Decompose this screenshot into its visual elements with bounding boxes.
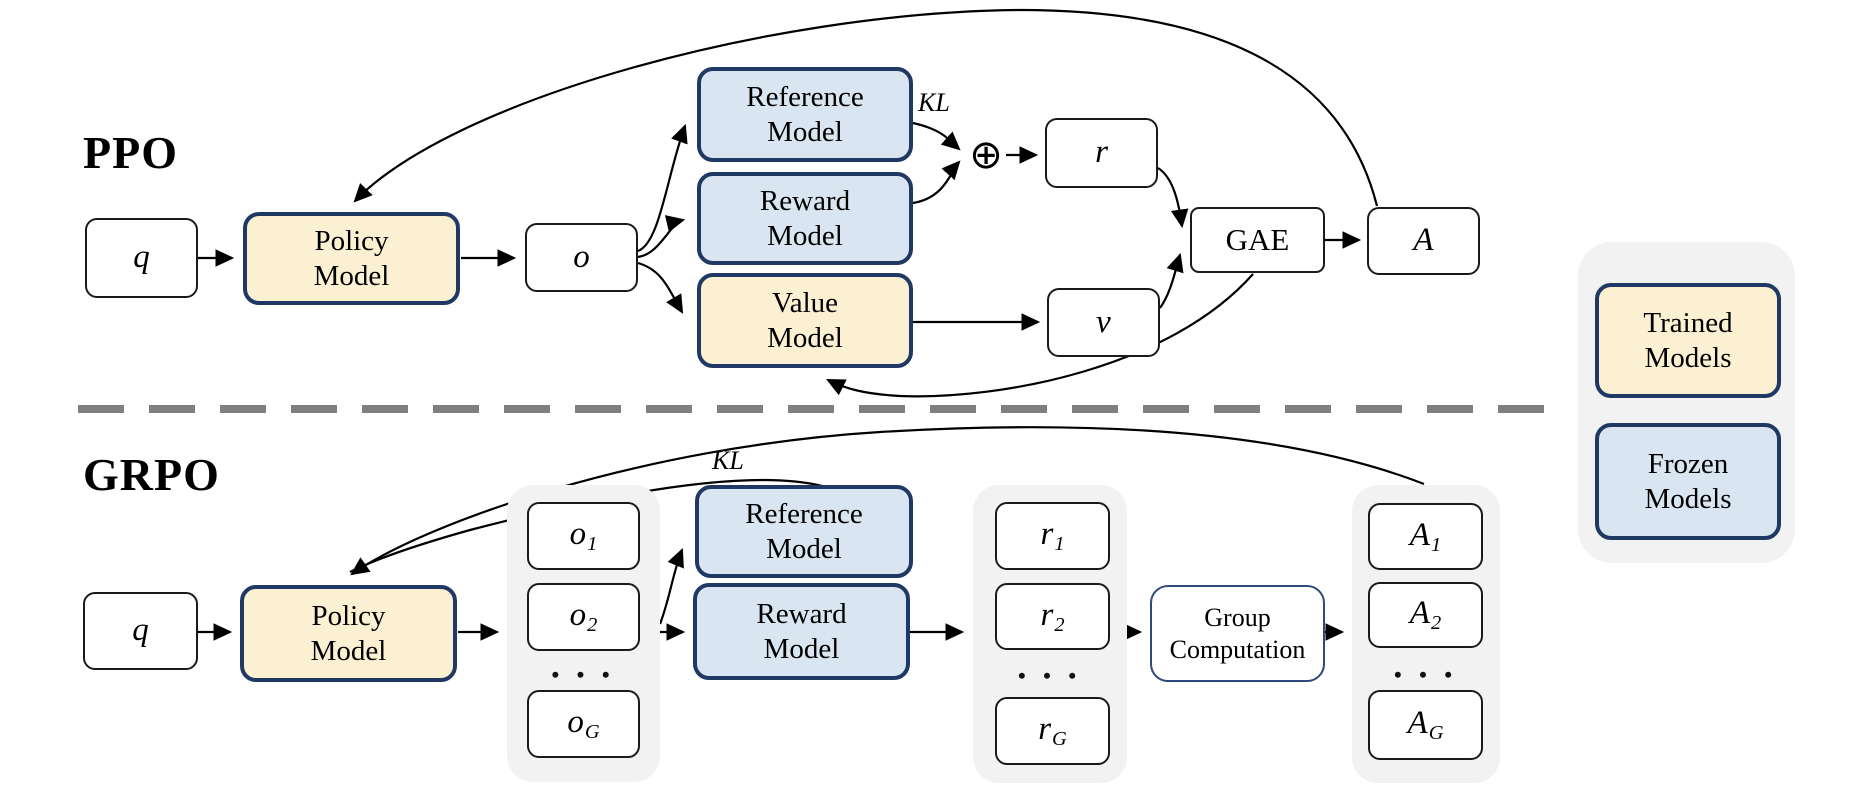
- ppo-query-symbol: q: [133, 239, 150, 276]
- ppo-value-model-label-line2: Model: [767, 321, 843, 354]
- grpo-advantages-ellipsis: • • •: [1393, 662, 1459, 687]
- grpo-kl-label: KL: [712, 446, 744, 475]
- grpo-reward-g-box: rG: [995, 697, 1110, 765]
- grpo-reward-g-symbol: rG: [1038, 711, 1067, 751]
- legend-trained-label-line2: Models: [1644, 341, 1732, 374]
- grpo-query-box: q: [83, 592, 198, 670]
- ppo-gae-box: GAE: [1190, 207, 1325, 273]
- grpo-section-label: GRPO: [83, 449, 220, 500]
- arrow-ppo-a-feedback-to-policy: [353, 8, 1379, 207]
- grpo-output-1-box: o1: [527, 502, 640, 570]
- ppo-reference-model-label-line2: Model: [767, 115, 843, 148]
- grpo-reward-1-symbol: r1: [1040, 516, 1065, 556]
- ppo-policy-model-label-line2: Model: [313, 259, 390, 292]
- grpo-output-1-symbol: o1: [569, 516, 598, 556]
- grpo-reward-model-label-line2: Model: [763, 632, 840, 665]
- grpo-group-computation-label-line2: Computation: [1169, 634, 1306, 664]
- ppo-advantage-symbol: A: [1413, 222, 1434, 259]
- grpo-group-computation-label-line1: Group: [1204, 603, 1271, 633]
- grpo-reward-2-symbol: r2: [1040, 596, 1065, 636]
- ppo-advantage-box: A: [1367, 207, 1480, 275]
- grpo-reference-model-label-line2: Model: [766, 532, 842, 565]
- grpo-reference-model-label-line1: Reference: [745, 497, 863, 530]
- legend-frozen-models-box: Frozen Models: [1595, 423, 1781, 540]
- ppo-policy-model-box: Policy Model: [243, 212, 460, 305]
- grpo-advantage-2-symbol: A2: [1409, 595, 1442, 635]
- arrow-ppo-o-to-value: [637, 261, 684, 314]
- grpo-advantage-g-box: AG: [1368, 690, 1483, 760]
- arrow-grpo-outputs-to-reference: [658, 547, 684, 625]
- arrow-ppo-reward-to-oplus: [912, 160, 961, 205]
- arrow-ppo-reference-to-oplus: [912, 121, 961, 151]
- legend-frozen-label-line2: Models: [1644, 482, 1732, 515]
- ppo-reward-symbol: r: [1095, 134, 1108, 171]
- grpo-reward-model-label-line1: Reward: [756, 597, 847, 630]
- ppo-output-box: o: [525, 223, 638, 292]
- ppo-query-box: q: [85, 218, 198, 298]
- grpo-advantage-1-symbol: A1: [1409, 516, 1442, 556]
- arrow-ppo-r-to-gae: [1157, 167, 1189, 229]
- grpo-advantage-2-box: A2: [1368, 582, 1483, 648]
- grpo-output-2-box: o2: [527, 583, 640, 651]
- grpo-rewards-ellipsis: • • •: [1017, 663, 1083, 688]
- ppo-reward-model-label-line2: Model: [767, 219, 843, 252]
- grpo-policy-model-label-line1: Policy: [311, 599, 386, 632]
- arrow-ppo-o-to-reference: [637, 123, 688, 253]
- arrow-ppo-gae-return-to-value-model: [826, 273, 1254, 398]
- legend-trained-models-box: Trained Models: [1595, 283, 1781, 398]
- arrow-ppo-o-to-reward: [637, 215, 686, 259]
- grpo-outputs-ellipsis: • • •: [551, 662, 616, 687]
- grpo-group-computation-box: Group Computation: [1150, 585, 1325, 682]
- grpo-output-g-box: oG: [527, 690, 640, 758]
- ppo-gae-label: GAE: [1225, 222, 1290, 258]
- ppo-reference-model-box: Reference Model: [697, 67, 913, 162]
- ppo-section-label: PPO: [83, 127, 178, 178]
- oplus-icon: ⊕: [969, 132, 1003, 178]
- ppo-value-value-box: v: [1047, 288, 1160, 357]
- ppo-reward-model-label-line1: Reward: [759, 184, 851, 217]
- grpo-reward-model-box: Reward Model: [693, 583, 910, 680]
- arrow-ppo-v-to-gae: [1159, 252, 1184, 309]
- ppo-value-symbol: v: [1096, 303, 1111, 340]
- grpo-reward-2-box: r2: [995, 583, 1110, 650]
- ppo-output-symbol: o: [573, 238, 590, 275]
- legend-frozen-label-line1: Frozen: [1647, 447, 1729, 480]
- ppo-reference-model-label-line1: Reference: [746, 80, 864, 113]
- ppo-value-model-box: Value Model: [697, 273, 913, 368]
- grpo-policy-model-label-line2: Model: [310, 634, 387, 667]
- ppo-reward-model-box: Reward Model: [697, 172, 913, 265]
- ppo-policy-model-label-line1: Policy: [314, 224, 389, 257]
- grpo-reference-model-box: Reference Model: [695, 485, 913, 578]
- grpo-reward-1-box: r1: [995, 502, 1110, 570]
- grpo-query-symbol: q: [132, 612, 149, 649]
- legend-trained-label-line1: Trained: [1643, 306, 1733, 339]
- arrow-grpo-advantage-feedback-to-policy: [350, 426, 1425, 576]
- ppo-reward-value-box: r: [1045, 118, 1158, 188]
- grpo-policy-model-box: Policy Model: [240, 585, 457, 682]
- grpo-output-2-symbol: o2: [569, 597, 598, 637]
- ppo-value-model-label-line1: Value: [771, 286, 839, 319]
- grpo-advantage-1-box: A1: [1368, 503, 1483, 570]
- ppo-kl-label: KL: [918, 88, 950, 117]
- grpo-advantage-g-symbol: AG: [1407, 705, 1444, 745]
- grpo-output-g-symbol: oG: [567, 704, 600, 744]
